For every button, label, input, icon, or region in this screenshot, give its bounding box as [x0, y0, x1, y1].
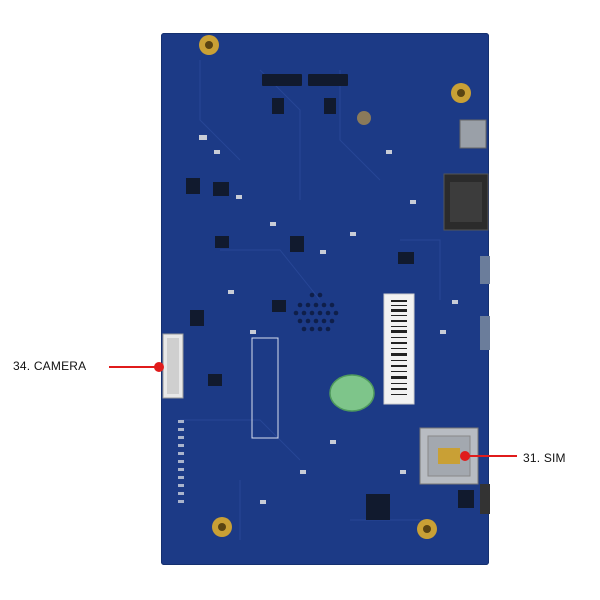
- right-connectors: [443, 119, 490, 514]
- callout-sim: [460, 451, 517, 461]
- silkscreen-box: [251, 337, 279, 439]
- bga-grid: [293, 292, 339, 332]
- camera-connector: [162, 333, 184, 399]
- callout-camera: [109, 362, 164, 372]
- smd-components: [199, 135, 458, 504]
- mounting-holes: [199, 35, 471, 539]
- camera-label: 34. CAMERA: [13, 359, 87, 373]
- qc-seal: [329, 374, 375, 412]
- serial-sticker: [383, 293, 415, 405]
- pin-header: [178, 420, 184, 503]
- ic-chips: [186, 74, 474, 520]
- sim-label: 31. SIM: [523, 451, 566, 465]
